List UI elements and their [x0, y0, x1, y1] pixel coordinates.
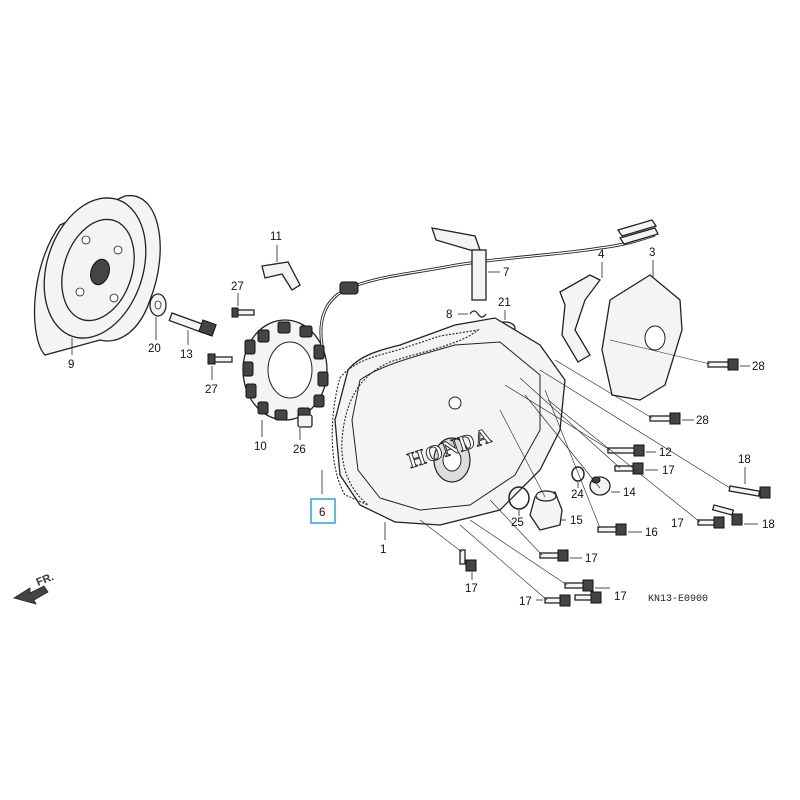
callout-27-lower: 27	[205, 384, 218, 396]
assembly-leaders	[419, 339, 731, 601]
guide-bracket	[559, 274, 601, 363]
callout-17-d: 17	[465, 583, 478, 595]
callout-28-upper: 28	[752, 361, 765, 373]
callout-17-a: 17	[662, 465, 675, 477]
callout-4: 4	[598, 249, 605, 261]
callout-18-b: 18	[762, 519, 775, 531]
callout-10: 10	[254, 441, 267, 453]
callout-24: 24	[571, 489, 584, 501]
bolt-17-b	[697, 516, 725, 529]
filler-cap	[529, 490, 563, 531]
circlip	[571, 466, 585, 482]
callout-20: 20	[148, 343, 161, 355]
callout-17-c: 17	[585, 553, 598, 565]
callout-28-lower: 28	[696, 415, 709, 427]
bolt-17-f	[574, 591, 602, 604]
bolt-16	[597, 523, 627, 536]
wire-terminals	[616, 219, 659, 245]
shift-arm	[431, 227, 487, 301]
callout-26: 26	[293, 444, 306, 456]
diagram-reference-code: KN13-E0900	[648, 594, 708, 605]
bolt-17-c	[539, 549, 569, 562]
front-direction-arrow: FR.	[13, 571, 56, 605]
washer	[149, 293, 167, 317]
bolt-17-d	[459, 549, 477, 572]
flywheel-bolt	[168, 312, 217, 337]
callout-11: 11	[270, 231, 282, 243]
bolt-12	[607, 444, 645, 457]
dowel-pin	[297, 414, 313, 428]
bolt-27-upper	[231, 307, 255, 318]
bolt-17-e	[564, 579, 594, 592]
flywheel	[33, 195, 161, 356]
stator	[242, 319, 329, 421]
bolt-18-a	[728, 485, 771, 499]
callout-17-g: 17	[519, 596, 532, 608]
gasket	[331, 329, 480, 506]
callout-17-b: 17	[671, 518, 684, 530]
callout-9: 9	[68, 359, 74, 371]
bolt-17-g	[544, 594, 571, 607]
bolt-28-upper	[707, 358, 739, 371]
spring	[469, 310, 487, 318]
callout-7: 7	[503, 267, 509, 279]
bolt-28-lower	[649, 412, 681, 425]
callout-27-upper: 27	[231, 281, 244, 293]
callout-25: 25	[511, 517, 524, 529]
callout-18-a: 18	[738, 454, 751, 466]
wire-clamp	[261, 261, 301, 291]
callout-8: 8	[446, 309, 452, 321]
callout-13: 13	[180, 349, 193, 361]
callout-15: 15	[570, 515, 583, 527]
callout-21: 21	[498, 297, 511, 309]
callout-12: 12	[659, 447, 672, 459]
cover-plate	[601, 274, 683, 401]
grommet	[339, 281, 359, 295]
front-direction-label: FR.	[35, 571, 56, 589]
callout-1: 1	[380, 544, 386, 556]
callout-17-e: 17	[614, 591, 627, 603]
callout-16: 16	[645, 527, 658, 539]
highlight-box-6	[310, 498, 336, 524]
callout-6: 6	[319, 507, 325, 519]
bolt-27-lower	[207, 353, 233, 365]
crankcase-cover: HONDA	[334, 317, 566, 526]
callout-14: 14	[623, 487, 636, 499]
callout-3: 3	[649, 247, 655, 259]
o-ring	[508, 486, 530, 510]
bolt-18-b	[711, 504, 743, 526]
